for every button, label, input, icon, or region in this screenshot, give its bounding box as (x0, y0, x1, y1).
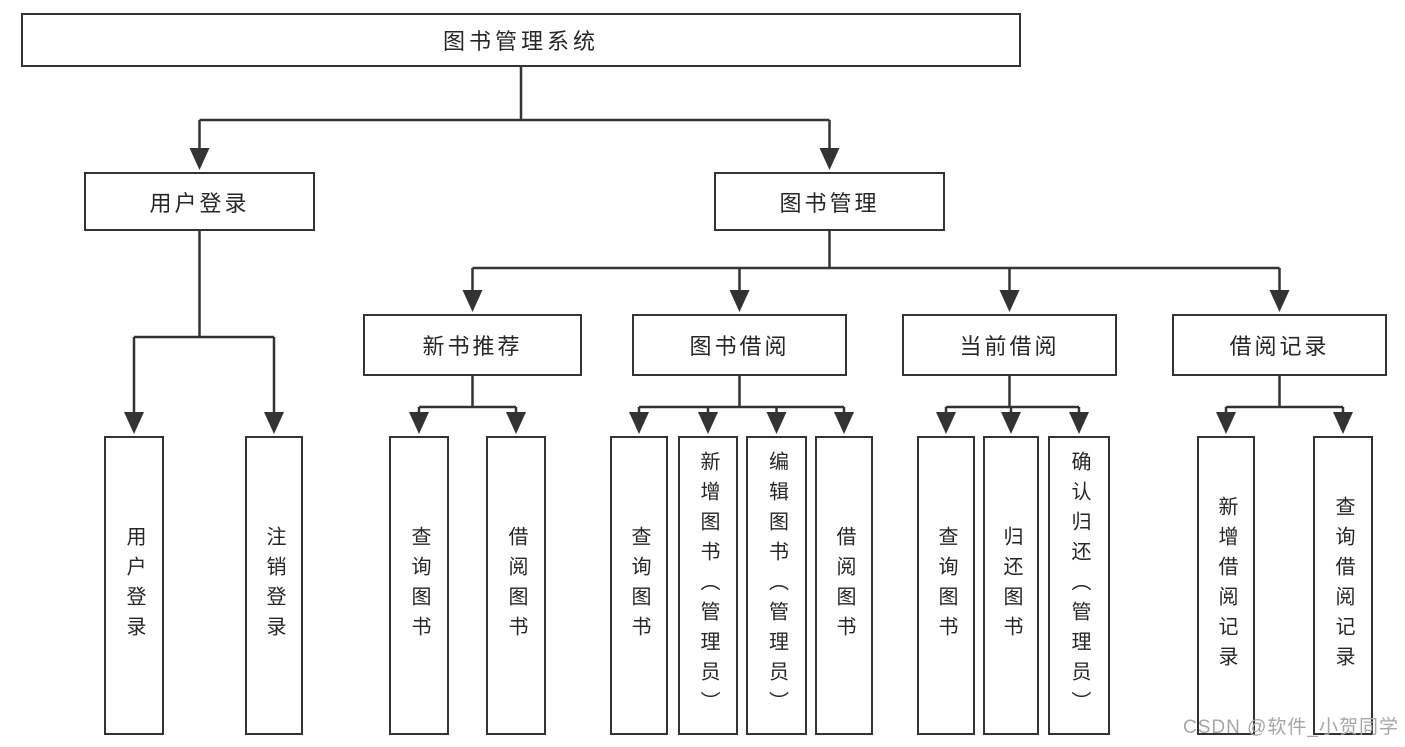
arrowhead-icon (462, 290, 483, 312)
node-book-borrow: 图书借阅 (632, 314, 847, 376)
node-current-borrow: 当前借阅 (902, 314, 1117, 376)
leaf-return-book: 归还图书 (983, 436, 1039, 735)
node-borrow-records-label: 借阅记录 (1229, 334, 1330, 359)
arrowhead-icon (629, 412, 649, 434)
node-user-login-label: 用户登录 (149, 190, 250, 216)
arrowhead-icon (264, 412, 284, 434)
arrowhead-icon (729, 290, 750, 312)
arrowhead-icon (766, 412, 787, 434)
leaf-borrow-book-label: 借阅图书 (833, 525, 855, 646)
leaf-logout: 注销登录 (245, 436, 303, 735)
node-new-book-recommend: 新书推荐 (363, 314, 582, 376)
leaf-edit-book-admin: 编辑图书（管理员） (746, 436, 807, 735)
node-root-label: 图书管理系统 (442, 29, 599, 54)
leaf-borrow-book: 借阅图书 (815, 436, 873, 735)
leaf-add-borrow-record: 新增借阅记录 (1197, 436, 1255, 735)
leaf-confirm-return-admin: 确认归还（管理员） (1048, 436, 1110, 735)
new-book-recommend-split-connector (409, 376, 526, 434)
leaf-user-login: 用户登录 (104, 436, 164, 735)
leaf-recommend-query-book: 查询图书 (389, 436, 449, 735)
arrowhead-icon (999, 290, 1020, 312)
leaf-edit-book-admin-label: 编辑图书（管理员） (765, 450, 788, 721)
node-user-login: 用户登录 (84, 172, 315, 231)
leaf-borrow-query-book: 查询图书 (610, 436, 668, 735)
leaf-logout-label: 注销登录 (263, 525, 285, 646)
leaf-recommend-query-book-label: 查询图书 (408, 525, 430, 646)
book-borrow-split-connector (629, 376, 854, 434)
leaf-return-book-label: 归还图书 (1000, 525, 1022, 646)
arrowhead-icon (1001, 412, 1021, 434)
arrowhead-icon (936, 412, 956, 434)
leaf-recommend-borrow-book-label: 借阅图书 (505, 525, 527, 646)
watermark-text: CSDN @软件_小贺同学 (1183, 717, 1399, 738)
node-book-borrow-label: 图书借阅 (689, 334, 790, 359)
leaf-recommend-borrow-book: 借阅图书 (486, 436, 546, 735)
arrowhead-icon (834, 412, 854, 434)
leaf-add-book-admin: 新增图书（管理员） (678, 436, 738, 735)
user-login-split-connector (124, 231, 284, 434)
node-book-management: 图书管理 (714, 172, 945, 231)
leaf-add-book-admin-label: 新增图书（管理员） (697, 450, 719, 721)
leaf-current-query-book-label: 查询图书 (935, 525, 957, 646)
leaf-query-borrow-record: 查询借阅记录 (1313, 436, 1373, 735)
node-borrow-records: 借阅记录 (1172, 314, 1387, 376)
leaf-user-login-label: 用户登录 (123, 525, 145, 646)
borrow-records-split-connector (1216, 376, 1353, 434)
arrowhead-icon (1069, 412, 1089, 434)
arrowhead-icon (1269, 290, 1290, 312)
leaf-current-query-book: 查询图书 (917, 436, 975, 735)
arrowhead-icon (1216, 412, 1236, 434)
arrowhead-icon (124, 412, 144, 434)
arrowhead-icon (1333, 412, 1353, 434)
node-root: 图书管理系统 (21, 13, 1021, 67)
arrowhead-icon (409, 412, 429, 434)
leaf-add-borrow-record-label: 新增借阅记录 (1215, 495, 1237, 676)
arrowhead-icon (819, 148, 840, 170)
node-book-management-label: 图书管理 (779, 190, 880, 216)
current-borrow-split-connector (936, 376, 1089, 434)
leaf-query-borrow-record-label: 查询借阅记录 (1332, 495, 1354, 676)
node-current-borrow-label: 当前借阅 (959, 334, 1060, 359)
leaf-confirm-return-admin-label: 确认归还（管理员） (1068, 450, 1090, 721)
leaf-borrow-query-book-label: 查询图书 (628, 525, 650, 646)
book-management-split-connector (462, 231, 1290, 312)
arrowhead-icon (506, 412, 526, 434)
arrowhead-icon (698, 412, 718, 434)
arrowhead-icon (189, 148, 210, 170)
root-split-connector (189, 67, 840, 170)
node-new-book-recommend-label: 新书推荐 (422, 334, 523, 359)
